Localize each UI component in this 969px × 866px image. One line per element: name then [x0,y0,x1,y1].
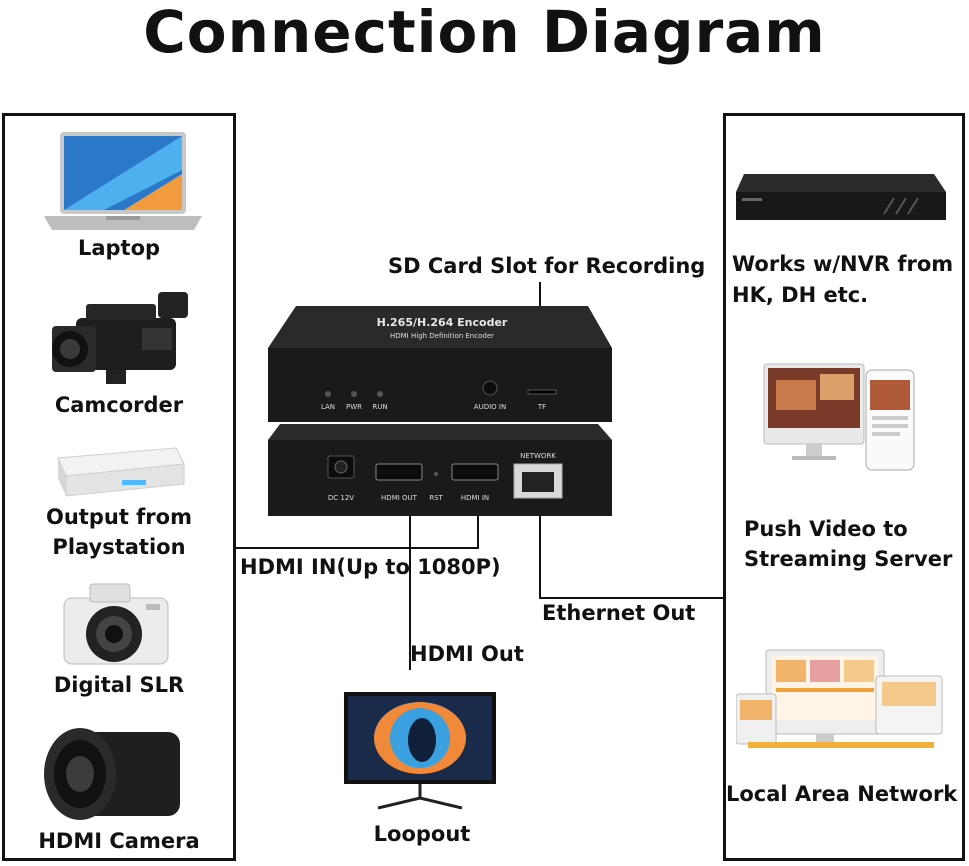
hdmi-camera-icon [40,722,186,826]
page-title: Connection Diagram [143,0,826,66]
streaming-label-line1: Push Video to [744,517,908,541]
lan-led-label: LAN [321,403,335,411]
run-led-label: RUN [372,403,387,411]
hdmi-in-callout: HDMI IN(Up to 1080P) [240,555,501,579]
ethernet-out-callout: Ethernet Out [542,601,696,625]
audio-in-label: AUDIO IN [474,403,506,411]
laptop-label: Laptop [77,236,161,260]
input-devices-panel [2,113,236,861]
nvr-label-line1: Works w/NVR from [732,252,954,276]
encoder-subtitle: HDMI High Definition Encoder [390,332,494,340]
camera-icon [60,578,172,668]
encoder-back-panel: DC 12V HDMI OUT RST HDMI IN NETWORK [266,424,612,516]
hdmi-in-port-label: HDMI IN [461,494,489,502]
sd-card-callout: SD Card Slot for Recording [388,254,706,278]
camera-label: Digital SLR [53,673,185,697]
camcorder-icon [46,288,196,390]
pwr-led-label: PWR [346,403,362,411]
nvr-icon [734,170,948,226]
hdmi-camera-label: HDMI Camera [38,829,200,853]
nvr-label-line2: HK, DH etc. [732,283,869,307]
streaming-label-line2: Streaming Server [744,547,953,571]
monitor-icon [342,690,498,810]
game-console-label-line2: Playstation [52,535,186,559]
dc-12v-label: DC 12V [328,494,354,502]
game-console-icon [52,442,186,498]
lan-label: Local Area Network [726,782,958,806]
tf-slot-label: TF [537,403,546,411]
streaming-icon [762,360,918,474]
game-console-label-line1: Output from [46,505,192,529]
lan-devices-icon [735,646,946,750]
camcorder-label: Camcorder [54,393,184,417]
laptop-icon [44,130,202,234]
rst-label: RST [429,494,443,502]
hdmi-out-callout: HDMI Out [410,642,524,666]
output-devices-panel [723,113,965,861]
encoder-front-panel: H.265/H.264 Encoder HDMI High Definition… [266,306,612,422]
hdmi-out-port-label: HDMI OUT [381,494,418,502]
network-port-label: NETWORK [520,452,556,460]
monitor-label: Loopout [373,822,471,846]
encoder-top-text: H.265/H.264 Encoder [377,316,508,329]
